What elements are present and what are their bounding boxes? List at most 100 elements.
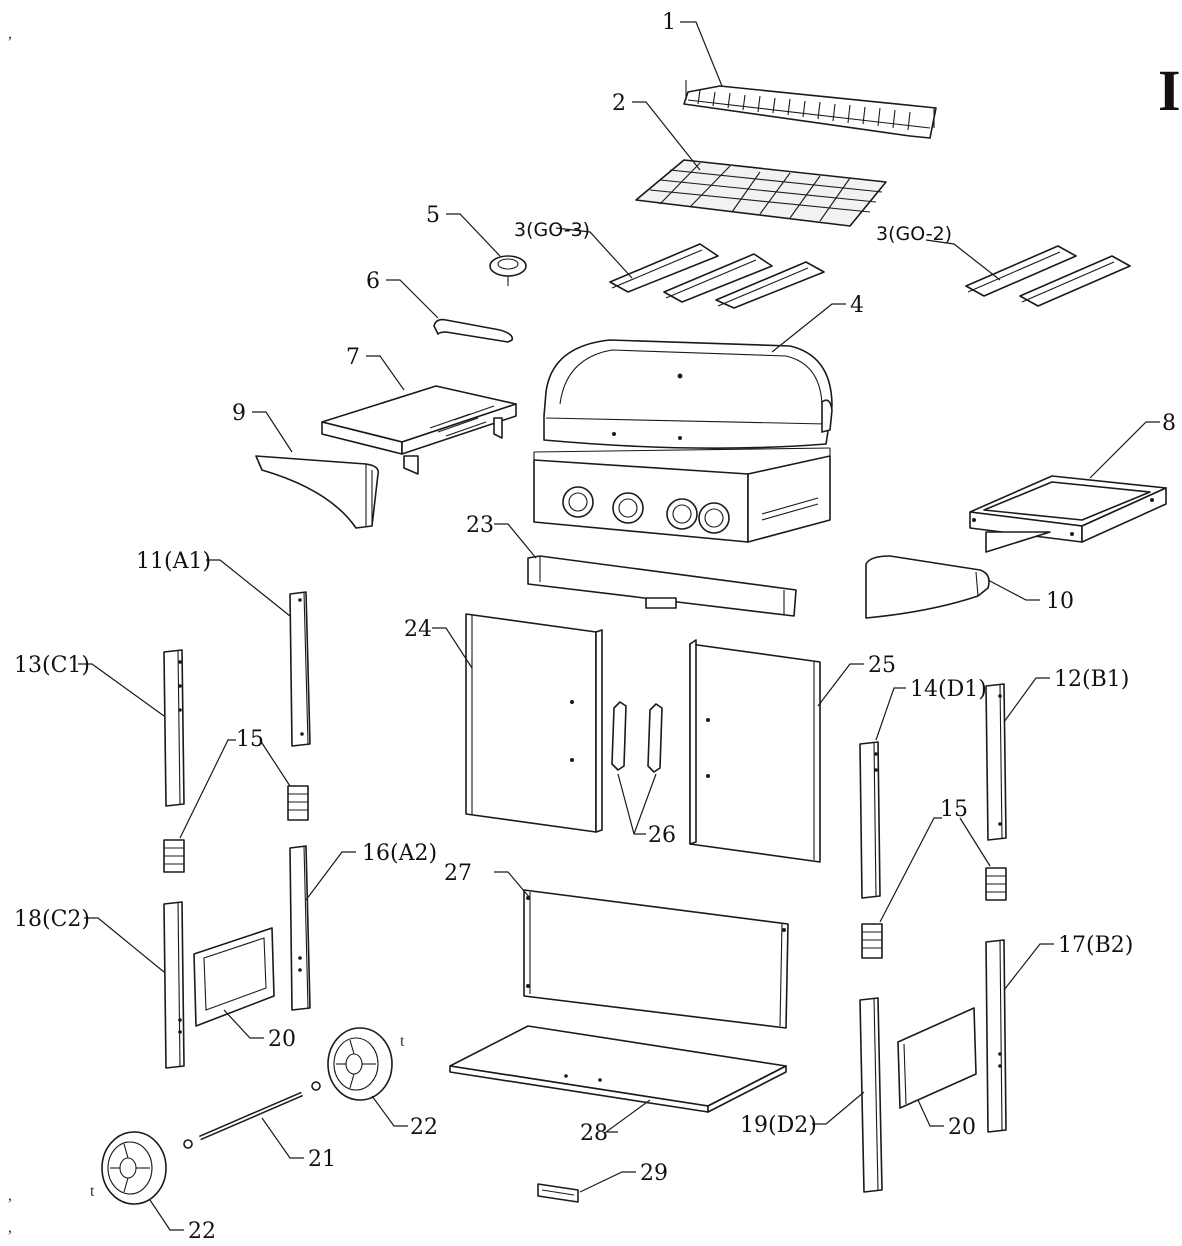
leader-line [812, 1091, 865, 1125]
callout-22-lower: 22 [188, 1219, 216, 1244]
leader-line [149, 1199, 184, 1231]
stray-mark: , [8, 1219, 12, 1236]
callout-20-right: 20 [948, 1115, 976, 1140]
part-15-leg-connector [163, 839, 185, 873]
stray-mark: , [8, 1187, 12, 1204]
leader-line [771, 303, 846, 353]
leader-line [617, 773, 646, 835]
part-26-door-handle [647, 703, 663, 773]
control-knob [666, 498, 698, 530]
part-26-door-handle [611, 701, 627, 771]
part-15-leg-connector [287, 785, 309, 821]
callout-5: 5 [426, 203, 440, 228]
callout-13-c1: 13(C1) [14, 653, 90, 678]
part-27-back-panel [523, 889, 789, 1029]
callout-8: 8 [1162, 411, 1176, 436]
part-29-bracket [537, 1183, 579, 1203]
part-3-flame-tamers-go2 [965, 245, 1131, 307]
leader-line [1089, 421, 1160, 479]
part-1-warming-rack [683, 80, 937, 139]
part-12-leg-b1 [985, 683, 1007, 841]
leader-line [386, 279, 439, 319]
leader-line [680, 21, 723, 87]
part-6-lid-handle [433, 318, 514, 343]
part-4-grill-head [533, 339, 833, 543]
leader-line [223, 1009, 264, 1039]
part-25-right-door [689, 639, 821, 863]
leader-line [917, 1099, 944, 1127]
corner-letter: I [1158, 58, 1181, 123]
callout-3-go3: 3(GO-3) [514, 219, 590, 241]
leader-line [261, 1117, 304, 1159]
callout-3-go2: 3(GO-2) [876, 223, 952, 245]
callout-11-a1: 11(A1) [136, 549, 211, 574]
callout-2: 2 [612, 91, 626, 116]
callout-12-b1: 12(B1) [1054, 667, 1129, 692]
part-24-left-door [465, 613, 603, 833]
callout-17-b2: 17(B2) [1058, 933, 1133, 958]
leader-line [959, 817, 991, 867]
part-14-leg-d1 [859, 741, 881, 899]
callout-20-left: 20 [268, 1027, 296, 1052]
leader-line [555, 227, 633, 279]
part-10-right-shelf-bracket [865, 555, 990, 619]
callout-26: 26 [648, 823, 676, 848]
part-22-wheel [101, 1131, 167, 1205]
leader-line [604, 1099, 651, 1133]
callout-22-upper: 22 [410, 1115, 438, 1140]
part-28-bottom-shelf [449, 1025, 787, 1113]
leader-line [633, 773, 657, 835]
part-19-leg-d2 [859, 997, 883, 1193]
control-knob [698, 502, 730, 534]
leader-line [579, 1171, 636, 1193]
leader-line [817, 663, 864, 707]
leader-line [259, 739, 291, 787]
callout-24: 24 [404, 617, 432, 642]
part-5-thermometer [489, 255, 527, 286]
part-3-flame-tamers-go3 [609, 243, 825, 309]
part-18-leg-c2 [163, 901, 185, 1069]
leader-line [206, 559, 291, 617]
part-11-leg-a1 [289, 591, 311, 747]
callout-1: 1 [662, 10, 676, 35]
leader-line [371, 1095, 408, 1127]
part-15-leg-connector [985, 867, 1007, 901]
control-knob [562, 486, 594, 518]
callout-7: 7 [346, 345, 360, 370]
callout-15-left: 15 [236, 727, 264, 752]
part-15-leg-connector [861, 923, 883, 959]
callout-14-d1: 14(D1) [910, 677, 987, 702]
callout-4: 4 [850, 293, 864, 318]
part-16-leg-a2 [289, 845, 311, 1011]
part-2-cooking-grate [635, 159, 887, 227]
leader-line [1003, 943, 1054, 991]
part-20-side-panel-left [193, 927, 275, 1027]
part-9-left-shelf-bracket [255, 455, 380, 529]
leader-line [446, 213, 501, 257]
stray-mark: , [8, 25, 12, 42]
callout-27: 27 [444, 861, 472, 886]
callout-21: 21 [308, 1147, 336, 1172]
part-13-leg-c1 [163, 649, 185, 807]
leader-line [632, 101, 701, 171]
leader-line [1003, 677, 1050, 723]
callout-18-c2: 18(C2) [14, 907, 90, 932]
leader-line [925, 239, 1001, 281]
part-23-front-rail [527, 555, 797, 617]
leader-line [875, 687, 906, 741]
callout-25: 25 [868, 653, 896, 678]
leader-line [366, 355, 405, 391]
part-21-axle [183, 1081, 321, 1149]
part-20-side-panel-right [897, 1007, 977, 1109]
control-knob [612, 492, 644, 524]
leader-line [84, 917, 165, 973]
stray-mark: t [90, 1183, 95, 1200]
part-22-wheel [327, 1027, 393, 1101]
leader-line [879, 817, 942, 923]
callout-9: 9 [232, 401, 246, 426]
leader-line [78, 663, 165, 717]
leader-line [987, 579, 1040, 601]
leader-line [494, 523, 537, 559]
callout-19-d2: 19(D2) [740, 1113, 817, 1138]
callout-28: 28 [580, 1121, 608, 1146]
